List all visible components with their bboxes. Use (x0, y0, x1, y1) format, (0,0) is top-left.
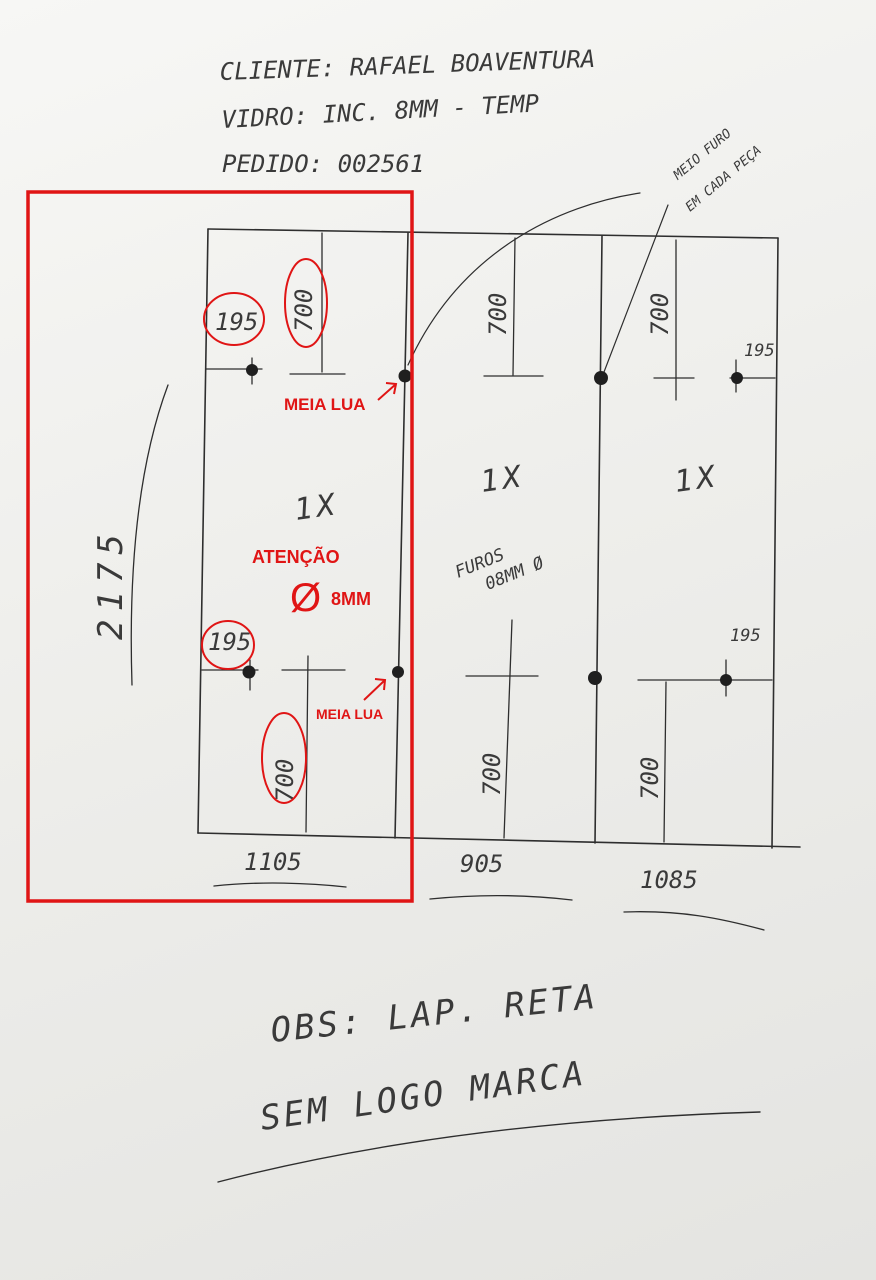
header-pedido: PEDIDO: 002561 (222, 150, 424, 178)
half-hole-dot (588, 671, 602, 685)
hole-dot (242, 665, 256, 679)
obs-line1: OBS: LAP. RETA (269, 977, 600, 1051)
panel3-top-mark (653, 239, 695, 401)
highlight-box-panel1 (26, 190, 414, 903)
leader-line-meio-furo (603, 204, 669, 373)
panel3-width-underline (623, 911, 765, 931)
header-cliente: CLIENTE: RAFAEL BOAVENTURA (219, 45, 595, 86)
panel1-bottom-mark (281, 655, 346, 833)
outline-right (771, 237, 779, 849)
panel3-bottom-hole-edge: 195 (730, 626, 761, 646)
hole-dot (720, 674, 732, 686)
panel2-width-dimension: 905 (460, 850, 503, 878)
highlight-circle-195-top (203, 292, 265, 346)
arrow-meia-lua-bottom (363, 678, 387, 701)
half-hole-dot (392, 666, 404, 678)
height-dimension-curve (130, 384, 169, 686)
panel2-quantity: 1X (478, 459, 527, 500)
divider-1 (394, 232, 409, 839)
panel1-width-underline (213, 882, 347, 888)
panel3-bottom-mark (637, 659, 773, 843)
panel1-top-hole-edge: 195 (215, 308, 258, 336)
overall-height-dimension: 2175 (91, 526, 131, 640)
divider-2 (594, 235, 603, 844)
panel1-quantity: 1X (292, 487, 341, 528)
panel1-top-hole-height: 700 (290, 289, 318, 332)
panel1-bottom-hole-edge: 195 (208, 628, 251, 656)
panel2-top-hole-height: 700 (484, 293, 512, 336)
label-atencao: ATENÇÃO (252, 546, 340, 567)
hole-dot (731, 372, 743, 384)
panel2-bottom-hole-height: 700 (478, 753, 506, 796)
outline-left (197, 228, 209, 834)
panel3-bottom-hole-height: 700 (636, 757, 664, 800)
panel1-top-mark (289, 232, 346, 375)
label-diameter-8mm: 8MM (331, 589, 371, 609)
label-meia-lua-bottom: MEIA LUA (316, 706, 383, 722)
panel1-bottom-hole-height: 700 (271, 759, 299, 802)
outline-bottom (197, 832, 801, 848)
panel2-top-mark (483, 237, 544, 377)
half-hole-dot (398, 369, 412, 383)
panel2-width-underline (429, 895, 573, 901)
outline-top (207, 228, 779, 239)
panel3-quantity: 1X (672, 459, 721, 500)
highlight-circle-700-bottom (261, 712, 307, 804)
panel3-top-hole-edge: 195 (744, 341, 775, 361)
obs-underline (217, 1111, 761, 1183)
arrow-meia-lua-top (377, 382, 398, 401)
diameter-symbol: Ø (290, 576, 321, 620)
leader-curve-meia-lua (407, 192, 641, 366)
highlight-circle-700-top (284, 258, 328, 348)
header-vidro: VIDRO: INC. 8MM - TEMP (221, 89, 540, 134)
panel2-bottom-mark (465, 619, 539, 839)
panel3-width-dimension: 1085 (640, 866, 698, 894)
panel3-top-hole-height: 700 (646, 293, 674, 336)
label-meia-lua-top: MEIA LUA (284, 395, 366, 414)
highlight-circle-195-bottom (201, 620, 255, 670)
panel1-width-dimension: 1105 (244, 848, 302, 876)
half-hole-dot (594, 371, 608, 385)
hole-dot (246, 364, 258, 376)
